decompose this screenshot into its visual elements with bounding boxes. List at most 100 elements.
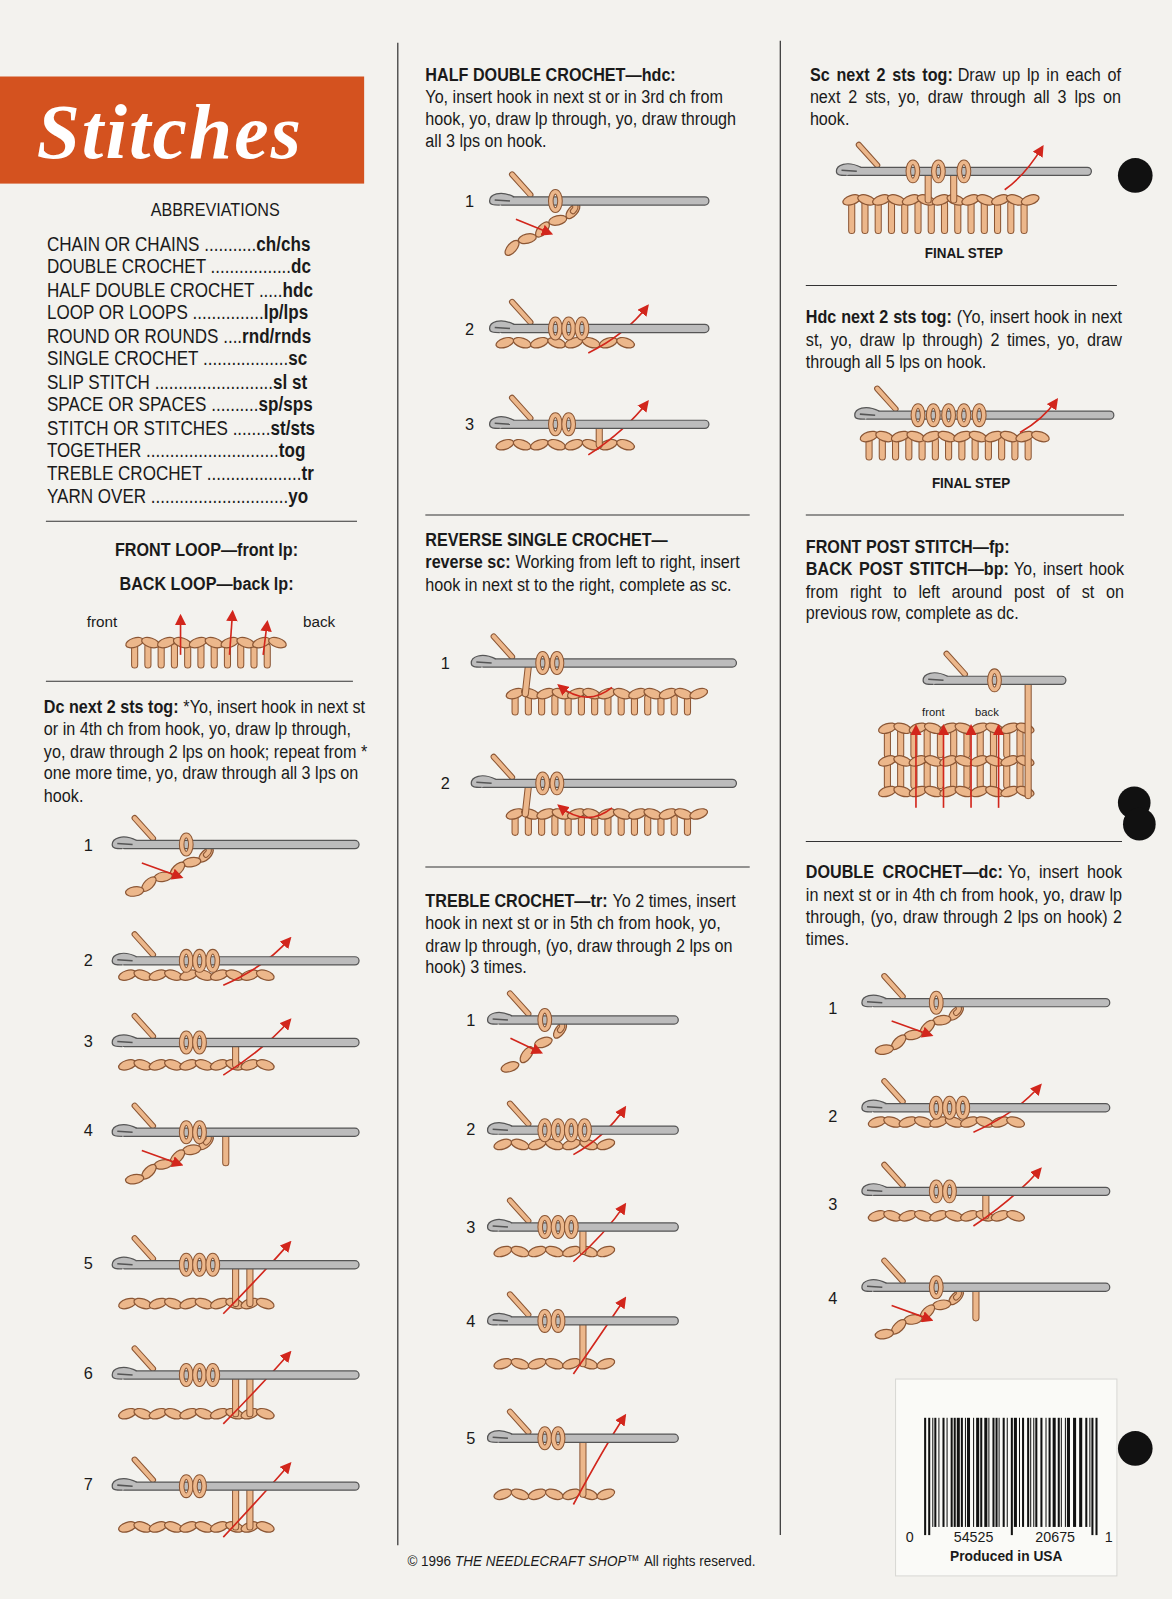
section-heading: FRONT LOOP—front lp:: [46, 540, 367, 562]
yarn-chain: [493, 1487, 616, 1501]
direction-arrow: [559, 806, 612, 818]
direction-arrow: [1005, 147, 1043, 190]
section-heading: ABBREVIATIONS: [151, 200, 280, 220]
stitch-row: [198, 647, 203, 665]
stitch-row: [672, 698, 677, 712]
yarn-loop: [553, 1121, 562, 1139]
yarn-tail: [884, 1261, 902, 1281]
direction-arrow: [559, 685, 612, 697]
yarn-tail: [135, 1238, 153, 1258]
yarn-loop: [551, 415, 560, 433]
yarn-chain: [495, 438, 636, 452]
yarn-tail: [135, 1238, 153, 1258]
yarn-loop: [540, 1429, 549, 1447]
stitch-row: [1026, 441, 1031, 457]
yarn-tail: [510, 993, 528, 1013]
crochet-hook: [120, 1128, 359, 1136]
step-number: 4: [466, 1311, 488, 1333]
yarn-chain: [548, 214, 568, 227]
stitch-row: [538, 818, 545, 832]
yarn-chain: [500, 1060, 520, 1074]
stitch-row: [1025, 441, 1032, 457]
yarn-chain: [510, 1487, 530, 1501]
yarn-tail: [135, 1348, 153, 1368]
yarn-post: [582, 1324, 583, 1364]
yarn-post: [1026, 683, 1031, 795]
title-band: [0, 77, 364, 184]
crochet-hook: [112, 1367, 359, 1379]
yarn-chain: [512, 336, 532, 350]
yarn-loop: [908, 162, 917, 180]
stitch-row: [1011, 441, 1018, 457]
stitch-row: [933, 441, 938, 457]
yarn-loop: [195, 1033, 204, 1051]
crochet-hook: [120, 1038, 359, 1046]
abbreviation-line: SLIP STITCH .........................sl …: [47, 371, 384, 393]
yarn-loop: [934, 162, 943, 180]
yarn-loop: [195, 1123, 204, 1141]
stitch-row: [998, 441, 1005, 457]
stitch-row: [631, 818, 638, 832]
barcode: [1049, 1418, 1051, 1527]
stitch-row: [880, 441, 885, 457]
yarn-loop: [929, 406, 938, 424]
stitch-row: [995, 204, 1000, 231]
yarn-post: [525, 666, 528, 694]
crochet-hook: [117, 844, 132, 845]
crochet-hook: [488, 1012, 679, 1024]
yarn-chain: [493, 1244, 513, 1258]
yarn-loop: [540, 1218, 549, 1236]
yarn-loop: [553, 1429, 562, 1447]
yarn-loop: [182, 1033, 191, 1051]
barcode-digits: 0: [906, 1529, 914, 1545]
stitch-row: [566, 698, 571, 712]
step-number: 2: [828, 1108, 837, 1125]
yarn-loop: [208, 952, 217, 970]
stitch-row: [955, 204, 960, 231]
stitch-row: [1012, 441, 1017, 457]
yarn-tail: [512, 302, 530, 322]
yarn-post: [582, 1230, 583, 1251]
yarn-loop: [567, 1218, 576, 1236]
stitch-row: [852, 204, 1024, 231]
yarn-tail: [884, 976, 902, 996]
crochet-hook: [117, 960, 132, 961]
barcode: [1011, 1418, 1013, 1535]
yarn-loop: [929, 406, 938, 424]
direction-arrow: [180, 616, 181, 655]
yarn-loop: [551, 415, 560, 433]
yarn-loop: [932, 1278, 941, 1296]
direction-arrow: [559, 806, 612, 818]
yarn-post: [972, 1290, 979, 1318]
yarn-loop: [913, 406, 922, 424]
abbreviation-term: LOOP OR LOOPS ...............: [47, 302, 264, 323]
abbreviation: tog: [279, 440, 306, 461]
crochet-hook: [862, 1184, 886, 1196]
stitch-row: [990, 765, 997, 785]
yarn-chain: [125, 845, 216, 897]
stitch-row: [657, 818, 664, 832]
yarn-chain: [689, 807, 709, 821]
abbreviation-line: LOOP OR LOOPS ...............lp/lps: [47, 302, 384, 324]
stitch-row: [512, 698, 519, 712]
yarn-tail: [135, 934, 153, 954]
yarn-chain: [875, 1288, 966, 1340]
yarn-tail: [135, 1348, 153, 1368]
yarn-chain: [689, 686, 709, 700]
barcode: [999, 1418, 1000, 1527]
stitch-row: [1022, 204, 1027, 231]
stitch-row: [1016, 765, 1023, 785]
stitch-row: [644, 698, 651, 712]
yarn-tail: [884, 1261, 902, 1281]
direction-arrow: [223, 1464, 290, 1537]
abbreviation: dc: [291, 256, 311, 277]
stitch-heading: Dc next 2 sts tog:: [44, 697, 179, 717]
yarn-loop: [182, 1256, 191, 1274]
yarn-tail: [877, 389, 895, 409]
yarn-loop: [182, 1256, 191, 1274]
direction-arrow: [1005, 147, 1043, 190]
stitch-row: [1016, 732, 1023, 754]
yarn-loop: [552, 774, 561, 792]
yarn-loop: [538, 654, 547, 672]
crochet-hook: [117, 1374, 132, 1375]
